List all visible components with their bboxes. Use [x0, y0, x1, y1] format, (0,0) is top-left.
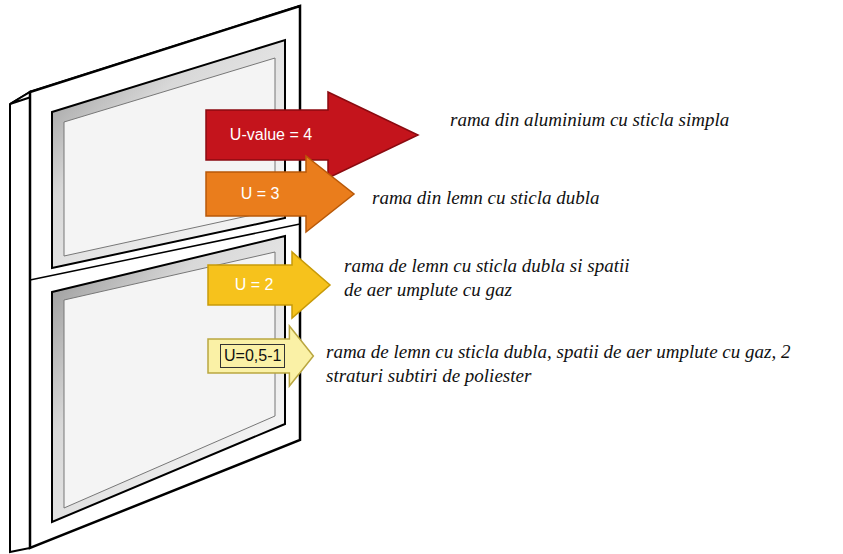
arrow-outline — [208, 326, 313, 386]
u-value-text: U = 2 — [235, 276, 274, 294]
arrow-outline — [206, 156, 354, 232]
description-label: rama din lemn cu sticla dubla — [372, 186, 732, 210]
description-label: rama din aluminium cu sticla simpla — [450, 108, 840, 132]
u-value-arrow: U = 2 — [208, 252, 330, 318]
arrow-outline — [208, 252, 330, 318]
u-value-arrow: U=0,5-1 — [208, 326, 313, 386]
u-value-arrow: U = 3 — [206, 156, 354, 232]
lower-pane — [52, 236, 285, 522]
description-label: rama de lemn cu sticla dubla, spatii de … — [326, 340, 831, 388]
u-value-text: U-value = 4 — [230, 126, 312, 144]
arrow-shape — [206, 156, 354, 232]
description-label: rama de lemn cu sticla dubla si spatii d… — [344, 254, 644, 302]
u-value-text: U = 3 — [241, 185, 280, 203]
frame-front — [30, 6, 300, 548]
frame-side — [10, 92, 30, 552]
u-value-text: U=0,5-1 — [220, 344, 285, 368]
lower-glass — [64, 252, 275, 508]
